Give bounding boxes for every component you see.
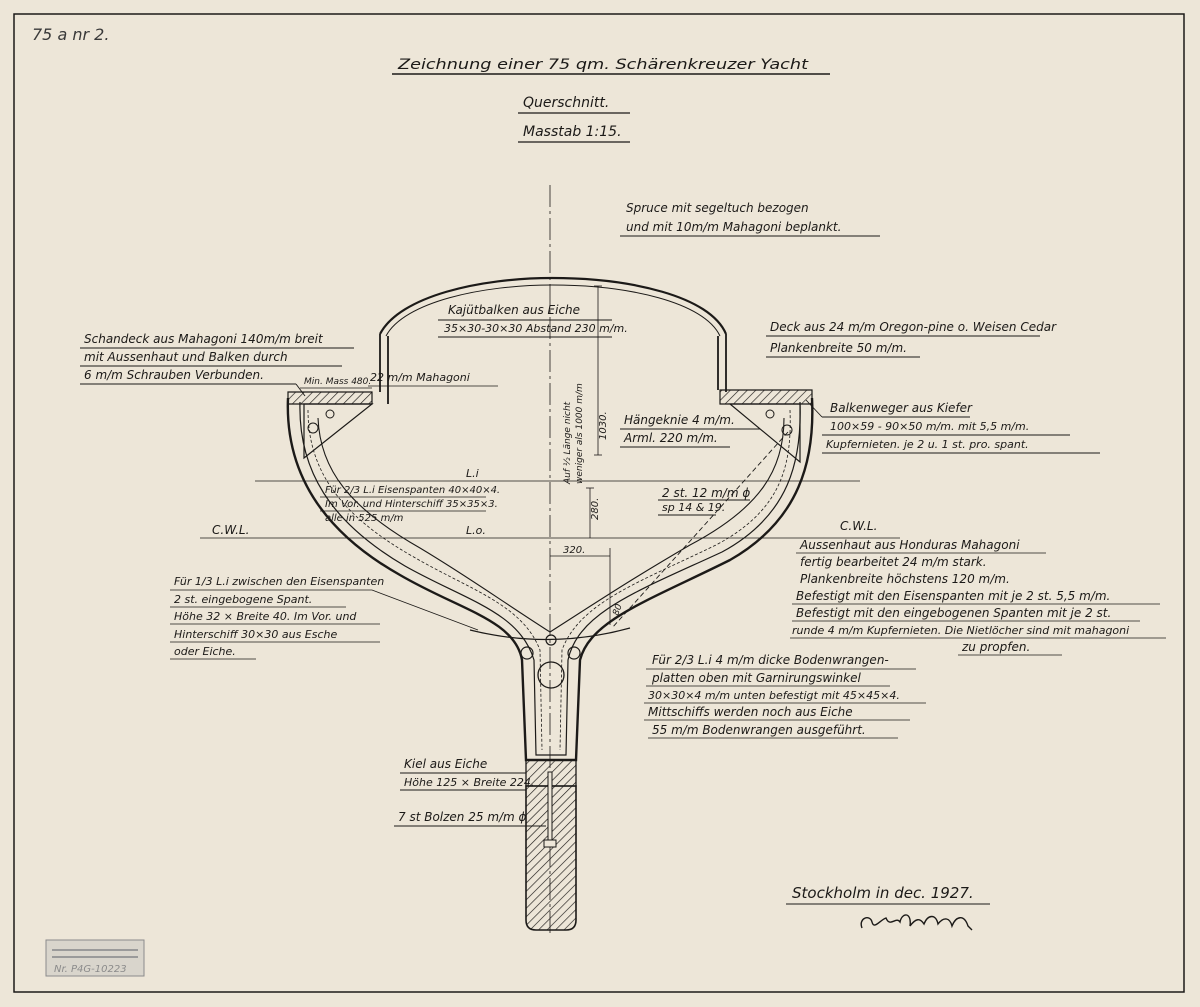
keel-line1: Kiel aus Eiche bbox=[404, 757, 487, 771]
dim-80: 80 bbox=[611, 603, 624, 617]
bolts-2-line1: 2 st. 12 m/m ϕ bbox=[662, 486, 750, 500]
knee-hole-left-2 bbox=[325, 409, 335, 419]
cabin-side-right bbox=[717, 334, 727, 392]
vertical-note-1: Auf ½ Länge nicht bbox=[563, 401, 573, 485]
planking-line6: runde 4 m/m Kupfernieten. Die Nietlöcher… bbox=[792, 624, 1129, 637]
cwl-right-label: C.W.L. bbox=[840, 519, 877, 533]
diagonal-brace bbox=[611, 431, 789, 629]
deck-left bbox=[287, 391, 373, 405]
place-date: Stockholm in dec. 1927. bbox=[792, 884, 974, 902]
cwl-left-label: C.W.L. bbox=[212, 523, 249, 537]
floors-line3: 30×30×4 m/m unten befestigt mit 45×45×4. bbox=[648, 689, 900, 702]
cabin-beam-line1: Kajütbalken aus Eiche bbox=[448, 303, 580, 317]
cabin-roof bbox=[379, 276, 728, 335]
planking-line1: Aussenhaut aus Honduras Mahagoni bbox=[799, 538, 1020, 552]
hanging-knee-right bbox=[728, 403, 801, 464]
iron-frames-line3: alle in 525 m/m bbox=[325, 513, 404, 524]
inner-ceiling bbox=[317, 417, 785, 633]
frame-line bbox=[307, 409, 791, 751]
keel-line2: Höhe 125 × Breite 224. bbox=[404, 776, 534, 789]
deck-material-line1: Deck aus 24 m/m Oregon-pine o. Weisen Ce… bbox=[770, 320, 1057, 334]
lead-keel bbox=[525, 785, 577, 931]
sheet-number: 75 a nr 2. bbox=[32, 25, 109, 44]
beam-shelf-line1: Balkenweger aus Kiefer bbox=[830, 401, 973, 415]
beam-shelf-line2: 100×59 - 90×50 m/m. mit 5,5 m/m. bbox=[830, 420, 1029, 433]
leader-bent-frames bbox=[371, 589, 479, 631]
planking-line7: zu propfen. bbox=[961, 640, 1030, 654]
dim-320: 320. bbox=[563, 545, 585, 556]
planking-line4: Befestigt mit den Eisenspanten mit je 2 … bbox=[796, 589, 1110, 603]
hanging-knee-left bbox=[303, 403, 374, 460]
drawing-title: Zeichnung einer 75 qm. Schärenkreuzer Ya… bbox=[397, 57, 809, 73]
knee-hole-left bbox=[307, 422, 319, 434]
hull-section bbox=[286, 276, 814, 931]
inner-planking bbox=[299, 401, 801, 756]
cabin-side-left bbox=[379, 334, 389, 404]
floors-line4: Mittschiffs werden noch aus Eiche bbox=[648, 705, 853, 719]
deck-cover-line2: und mit 10m/m Mahagoni beplankt. bbox=[626, 220, 841, 234]
dimension-lines bbox=[550, 285, 611, 625]
floors-line2: platten oben mit Garnirungswinkel bbox=[651, 671, 861, 685]
keel-bolt bbox=[547, 771, 553, 848]
deck-right bbox=[719, 389, 813, 405]
mahogany-22-label: 22 m/m Mahagoni bbox=[370, 371, 470, 384]
lightening-hole-top bbox=[545, 634, 557, 646]
knee-hole-right bbox=[781, 424, 793, 436]
dim-1030: 1030. bbox=[598, 411, 609, 440]
planking-line5: Befestigt mit den eingebogenen Spanten m… bbox=[796, 606, 1111, 620]
floors-line1: Für 2/3 L.i 4 m/m dicke Bodenwrangen- bbox=[652, 653, 889, 667]
bent-frames-line4: Hinterschiff 30×30 aus Esche bbox=[174, 628, 337, 641]
bent-frames-line3: Höhe 32 × Breite 40. Im Vor. und bbox=[174, 610, 357, 623]
vertical-note-2: weniger als 1000 m/m bbox=[575, 383, 585, 484]
planking-line2: fertig bearbeitet 24 m/m stark. bbox=[800, 555, 987, 569]
leader-shelf bbox=[805, 399, 823, 418]
knee-line1: Hängeknie 4 m/m. bbox=[624, 413, 735, 427]
cabin-roof-inner bbox=[385, 284, 721, 337]
lightening-hole-left bbox=[520, 646, 534, 660]
keel-bolt-nut bbox=[543, 839, 557, 848]
deck-cover-line1: Spruce mit segeltuch bezogen bbox=[626, 201, 809, 215]
knee-line2: Arml. 220 m/m. bbox=[623, 431, 718, 445]
beam-shelf-line3: Kupfernieten. je 2 u. 1 st. pro. spant. bbox=[826, 438, 1029, 451]
iron-frames-line1: Für 2/3 L.i Eisenspanten 40×40×4. bbox=[325, 485, 500, 496]
min-mass-label: Min. Mass 480. bbox=[304, 377, 371, 387]
scale-label: Masstab 1:15. bbox=[523, 124, 622, 140]
cabin-beam-line2: 35×30-30×30 Abstand 230 m/m. bbox=[444, 322, 628, 335]
deck-material-line2: Plankenbreite 50 m/m. bbox=[770, 341, 907, 355]
floors-line5: 55 m/m Bodenwrangen ausgeführt. bbox=[652, 723, 866, 737]
knee-hole-right-2 bbox=[765, 409, 775, 419]
bolts-2-line2: sp 14 & 19. bbox=[662, 501, 725, 514]
sheer-strake-line3: 6 m/m Schrauben Verbunden. bbox=[84, 368, 264, 382]
leader-sheer bbox=[295, 383, 306, 397]
view-label: Querschnitt. bbox=[523, 95, 609, 111]
floor-plate bbox=[469, 627, 631, 641]
bent-frames-line2: 2 st. eingebogene Spant. bbox=[174, 593, 312, 606]
stamp-number: Nr. P4G-10223 bbox=[54, 964, 127, 975]
waterline-li-label: L.i bbox=[466, 467, 479, 480]
keel-bolts-label: 7 st Bolzen 25 m/m ϕ bbox=[398, 810, 527, 824]
bent-frames-line5: oder Eiche. bbox=[174, 645, 236, 658]
signature bbox=[860, 914, 973, 931]
lightening-hole-right bbox=[567, 646, 581, 660]
drawing-border bbox=[13, 13, 1185, 993]
waterline-lo-label: L.o. bbox=[466, 524, 486, 537]
iron-frames-line2: Im Vor. und Hinterschiff 35×35×3. bbox=[325, 499, 498, 510]
dim-280: 280. bbox=[590, 498, 601, 520]
archive-stamp: Nr. P4G-10223 bbox=[45, 939, 145, 977]
sheer-strake-line2: mit Aussenhaut und Balken durch bbox=[84, 350, 288, 364]
sheer-strake-line1: Schandeck aus Mahagoni 140m/m breit bbox=[84, 332, 324, 346]
planking-line3: Plankenbreite höchstens 120 m/m. bbox=[800, 572, 1010, 586]
lightening-hole-center bbox=[537, 661, 565, 689]
bent-frames-line1: Für 1/3 L.i zwischen den Eisenspanten bbox=[174, 575, 384, 588]
